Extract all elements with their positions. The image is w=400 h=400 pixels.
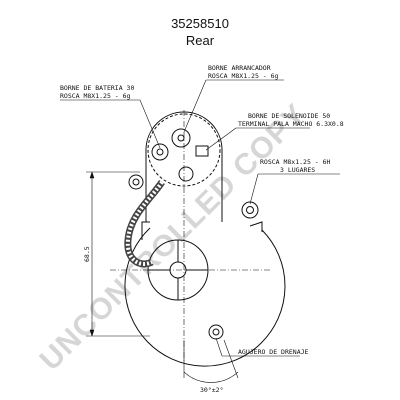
height-dimension-value: 68.5 <box>83 246 91 262</box>
mount-lug-bottom-hole <box>212 328 220 336</box>
watermark: UNCONTROLLED COPY <box>34 98 313 377</box>
part-number: 35258510 <box>171 16 229 31</box>
cable-strap-hatch <box>125 180 164 266</box>
title-block: 35258510 Rear <box>0 16 400 50</box>
leader-battery-terminal <box>60 99 161 149</box>
starter-terminal <box>171 128 191 148</box>
battery-terminal-stud <box>156 148 164 156</box>
height-dimension-lines <box>86 171 150 337</box>
solenoid-spade-terminal <box>195 145 209 157</box>
mount-lug-left-hole <box>132 178 140 186</box>
body-flange-right <box>249 221 263 232</box>
mount-lug-bottom <box>208 324 224 340</box>
solenoid-cap <box>147 113 221 187</box>
battery-terminal <box>151 143 169 161</box>
mount-lug-right-hole <box>246 206 254 214</box>
body-flange-left <box>141 221 150 240</box>
leader-drain-hole <box>215 337 300 357</box>
motor-body-outline <box>124 227 286 367</box>
leader-starter-terminal <box>183 79 284 133</box>
starter-terminal-label-1: BORNE ARRANCADOR <box>208 64 271 72</box>
mount-lug-right <box>241 201 259 219</box>
angle-dimension-lines <box>183 339 239 383</box>
battery-terminal-label-2: ROSCA M8X1.25 - 6g <box>60 92 131 100</box>
height-dimension-arrows <box>89 171 95 337</box>
solenoid-terminal-label-2: TERMINAL PALA MACHO 6.3X0.8 <box>238 120 344 128</box>
center-terminal <box>178 166 194 182</box>
mount-thread-label-1: ROSCA M8x1.25 - 6H <box>260 158 331 166</box>
solenoid-terminal-label-1: BORNE DE SOLENOIDE 50 <box>248 112 330 120</box>
leader-mount-thread <box>249 173 340 205</box>
battery-terminal-label-1: BORNE DE BATERIA 30 <box>60 84 134 92</box>
mount-thread-label-2: 3 LUGARES <box>280 166 315 174</box>
view-label: Rear <box>185 33 215 48</box>
angle-dimension-value: 30°±2° <box>200 386 223 394</box>
mount-lug-left <box>128 174 144 190</box>
leader-solenoid-terminal <box>205 127 310 151</box>
starter-terminal-label-2: ROSCA M8X1.25 - 6g <box>208 72 279 80</box>
starter-terminal-stud <box>177 134 185 142</box>
rear-cover-ribs <box>148 240 208 300</box>
drain-hole-label: AGUJERO DE DRENAJE <box>238 348 309 356</box>
